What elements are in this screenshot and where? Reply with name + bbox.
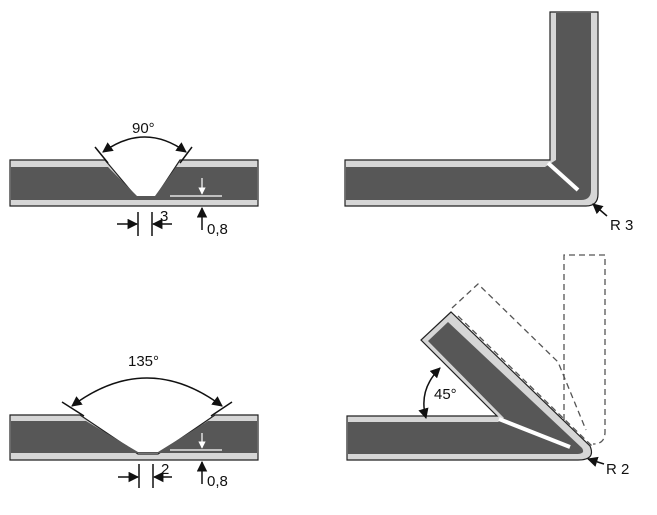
depth-label: 0,8 xyxy=(207,221,228,238)
plate-core xyxy=(11,167,257,200)
ghost-outline xyxy=(451,283,587,431)
slit xyxy=(546,161,580,192)
angle-label: 45° xyxy=(434,386,457,403)
gap-label: 2 xyxy=(161,461,169,478)
plate-core xyxy=(11,421,257,453)
angle-label: 135° xyxy=(128,353,159,370)
radius-label: R 3 xyxy=(610,217,633,234)
groove-90-panel: 90° 3 0,8 xyxy=(9,120,259,238)
groove-135-panel: 135° 2 0,8 xyxy=(9,353,259,490)
bent-plate-core xyxy=(348,322,584,454)
slit xyxy=(498,417,571,449)
angle-label: 90° xyxy=(132,120,155,137)
angle-arc xyxy=(418,367,441,420)
radius-label: R 2 xyxy=(606,461,629,478)
bend-90-panel: R 3 xyxy=(344,11,633,234)
gap-label: 3 xyxy=(160,208,168,225)
angle-arc xyxy=(102,136,187,153)
bend-45-panel: 45° R 2 xyxy=(346,254,629,478)
depth-label: 0,8 xyxy=(207,473,228,490)
angle-arc xyxy=(71,377,223,407)
ghost-vertical xyxy=(563,254,606,445)
